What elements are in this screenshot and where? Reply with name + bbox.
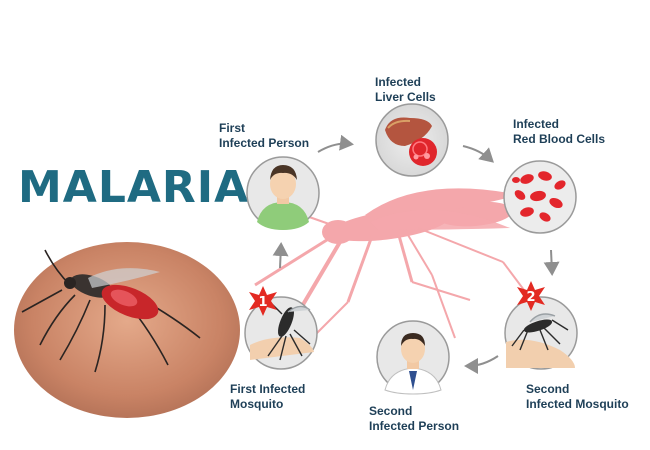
label-first-infected-person: First Infected Person <box>219 121 309 151</box>
label-line: Second <box>526 382 570 396</box>
infected-red-blood-cells-circle <box>503 160 577 234</box>
badge-number: 1 <box>258 295 267 310</box>
label-second-infected-person: Second Infected Person <box>369 404 459 434</box>
label-line: First Infected <box>230 382 306 396</box>
arrow-mosquito1-to-person1 <box>272 242 289 269</box>
first-infected-person-circle <box>246 156 320 230</box>
second-infected-person-circle <box>376 320 450 395</box>
warning-badge-1: 1 <box>249 286 277 316</box>
arrow-blood-to-mosquito2 <box>543 249 560 276</box>
mosquito-on-skin-photo <box>14 242 240 418</box>
label-line: Red Blood Cells <box>513 132 606 146</box>
page-title: MALARIA <box>18 162 250 213</box>
label-infected-liver-cells: Infected Liver Cells <box>375 75 436 105</box>
label-line: Infected Person <box>219 136 310 150</box>
label-first-infected-mosquito: First Infected Mosquito <box>230 382 305 412</box>
red-blood-cells-icon <box>512 171 566 222</box>
label-line: Infected <box>375 75 422 89</box>
label-line: Infected Mosquito <box>526 397 629 411</box>
label-line: First <box>219 121 246 135</box>
infected-liver-cells-circle <box>375 103 449 177</box>
cycle-arrows <box>272 134 560 374</box>
second-infected-mosquito-circle: 2 <box>504 281 578 370</box>
label-line: Mosquito <box>230 397 284 411</box>
arrow-person-to-liver <box>317 134 354 153</box>
warning-badge-2: 2 <box>517 281 545 311</box>
label-line: Infected <box>513 117 560 131</box>
label-line: Infected Person <box>369 419 460 433</box>
mosquito-icon <box>267 299 311 361</box>
badge-number: 2 <box>526 290 535 305</box>
label-infected-red-blood-cells: Infected Red Blood Cells <box>513 117 605 147</box>
label-line: Second <box>369 404 413 418</box>
person-icon <box>257 165 309 230</box>
label-second-infected-mosquito: Second Infected Mosquito <box>526 382 629 412</box>
mosquito-icon <box>511 313 569 351</box>
person-tie-icon <box>384 333 442 395</box>
liver-icon <box>385 117 437 166</box>
first-infected-mosquito-circle: 1 <box>244 286 318 370</box>
arrow-liver-to-blood <box>462 145 494 163</box>
arrow-mosquito2-to-person2 <box>464 355 499 374</box>
label-line: Liver Cells <box>375 90 436 104</box>
